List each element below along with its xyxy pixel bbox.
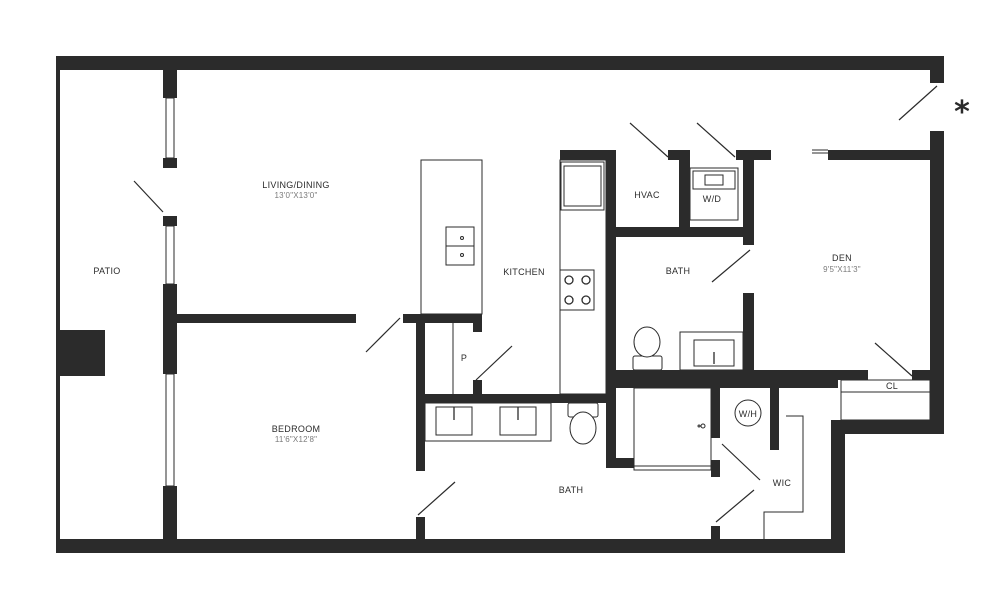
windows	[812, 149, 828, 154]
vanity	[679, 331, 744, 371]
refrigerator	[560, 161, 605, 211]
closet-shelf	[840, 379, 931, 421]
bedroom-door	[365, 317, 401, 353]
label-kitchen: KITCHEN	[503, 267, 545, 277]
label-bath-upper: BATH	[666, 266, 691, 276]
room-labels: PATIO LIVING/DINING 13'0"X13'0" KITCHEN …	[93, 95, 970, 495]
label-pantry: P	[461, 353, 467, 363]
patio-column	[56, 330, 105, 376]
entry-marker: *	[954, 95, 970, 130]
label-walk-in-closet: WIC	[773, 478, 792, 488]
label-washer-dryer: W/D	[703, 194, 722, 204]
hvac-door	[629, 122, 669, 158]
exterior-walls	[56, 56, 944, 553]
washer-dryer	[689, 167, 739, 221]
lower-bath-door	[417, 481, 456, 516]
cl-door	[874, 342, 913, 377]
wic-door	[715, 489, 755, 523]
pantry-door	[475, 345, 513, 381]
dim-den: 9'5"X11'3"	[823, 265, 861, 274]
upper-bath-fixtures	[632, 326, 744, 371]
patio-door	[133, 180, 164, 213]
water-heater	[734, 399, 762, 427]
label-living-dining: LIVING/DINING	[262, 180, 329, 190]
upper-bath-door	[711, 249, 751, 283]
lower-toilet-bowl	[569, 411, 597, 445]
shower	[633, 387, 712, 471]
wh-door	[721, 443, 761, 481]
label-bedroom: BEDROOM	[272, 424, 321, 434]
kitchen-fixtures	[420, 159, 607, 395]
label-hvac: HVAC	[634, 190, 660, 200]
label-bath-lower: BATH	[559, 485, 584, 495]
toilet-tank	[632, 355, 663, 371]
label-water-heater: W/H	[739, 409, 757, 419]
lower-bath-fixtures	[424, 387, 712, 471]
toilet-bowl	[633, 326, 661, 358]
wd-door	[696, 122, 736, 158]
cooktop	[559, 269, 595, 311]
closet-details	[734, 379, 931, 539]
label-closet: CL	[886, 381, 898, 391]
dim-bedroom: 11'6"X12'8"	[275, 435, 317, 444]
interior-walls	[177, 150, 930, 539]
label-patio: PATIO	[93, 266, 120, 276]
label-den: DEN	[832, 253, 852, 263]
entry-door	[898, 85, 938, 121]
patio-wall	[56, 70, 177, 539]
doors	[133, 85, 938, 523]
dim-living-dining: 13'0"X13'0"	[275, 191, 318, 200]
